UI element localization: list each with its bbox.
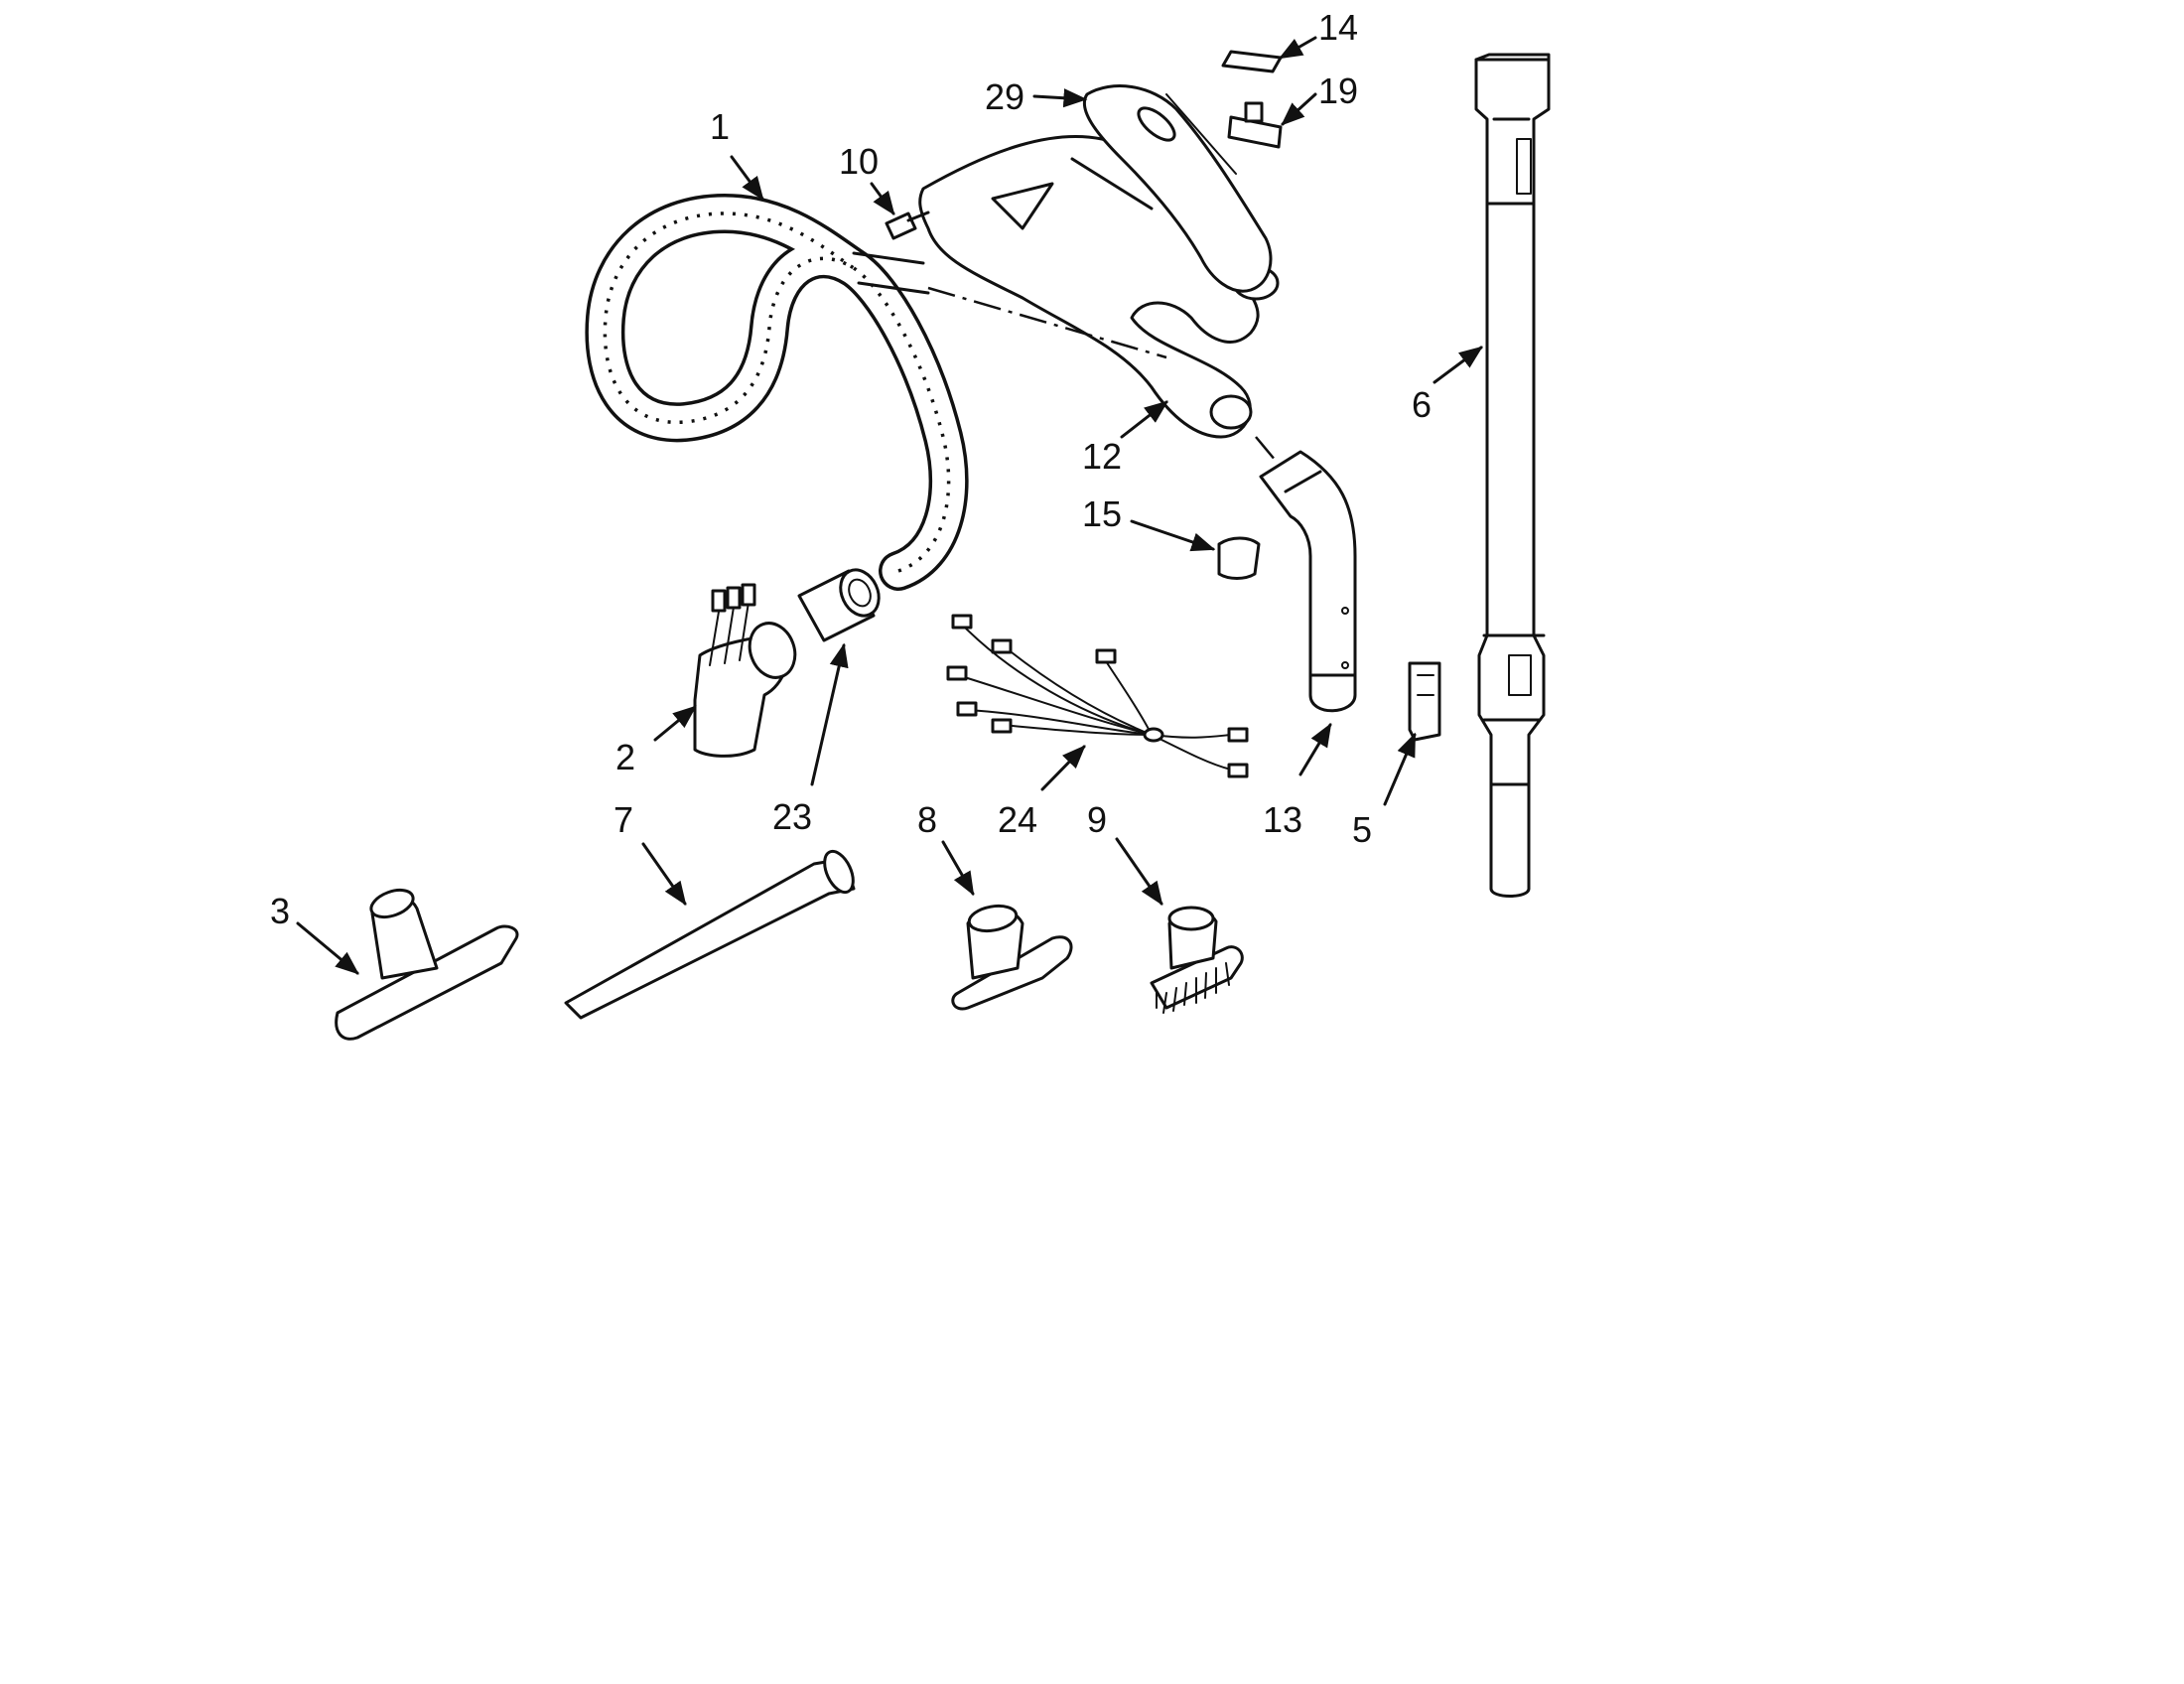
label-part-12: 12 [1082,436,1122,477]
arrow-19 [1281,92,1317,126]
upholstery-tool-part [951,904,1073,1011]
arrow-23 [810,642,849,786]
arrow-3 [296,921,359,975]
label-part-2: 2 [615,737,635,777]
label-part-19: 19 [1318,70,1358,111]
arrow-2 [653,705,697,742]
arrow-29 [1032,88,1088,108]
part-labels: 1 2 3 5 6 7 8 9 10 12 13 14 15 19 23 24 … [270,7,1432,931]
hose-cuff-part [693,583,797,758]
label-part-13: 13 [1263,799,1302,840]
label-part-23: 23 [772,796,812,837]
extension-wand-part [1474,53,1551,898]
clip-part [1217,536,1261,580]
switch-part [1227,101,1283,149]
label-part-1: 1 [710,106,730,147]
wire-harness-part [946,614,1249,778]
label-part-3: 3 [270,891,290,931]
label-part-29: 29 [985,76,1024,117]
arrow-6 [1433,346,1483,384]
floor-tool-part [335,888,519,1041]
label-part-8: 8 [917,799,937,840]
latch-part [1408,661,1441,742]
arrow-13 [1298,722,1332,776]
handle-assembly-part [918,84,1282,468]
coupling-part [797,568,881,642]
label-part-6: 6 [1412,384,1432,425]
label-part-5: 5 [1352,809,1372,850]
arrow-12 [1120,400,1168,439]
label-part-10: 10 [839,141,879,182]
arrow-15 [1130,519,1216,552]
arrow-8 [941,840,975,897]
label-part-7: 7 [614,799,633,840]
arrow-7 [641,842,687,906]
switch-cap-part [1221,50,1283,73]
label-part-9: 9 [1087,799,1107,840]
arrow-9 [1115,837,1163,906]
leader-arrows [296,36,1483,975]
screw-part [885,210,930,240]
arrow-10 [870,182,895,215]
arrow-24 [1040,745,1086,791]
label-part-15: 15 [1082,493,1122,534]
arrow-5 [1383,732,1417,806]
hose-part [585,193,969,591]
arrow-14 [1278,36,1317,60]
label-part-14: 14 [1318,7,1358,48]
arrow-1 [730,155,764,201]
crevice-tool-part [564,849,856,1020]
elbow-wand-part [1259,450,1357,713]
label-part-24: 24 [998,799,1037,840]
brush-part [1150,906,1244,1014]
